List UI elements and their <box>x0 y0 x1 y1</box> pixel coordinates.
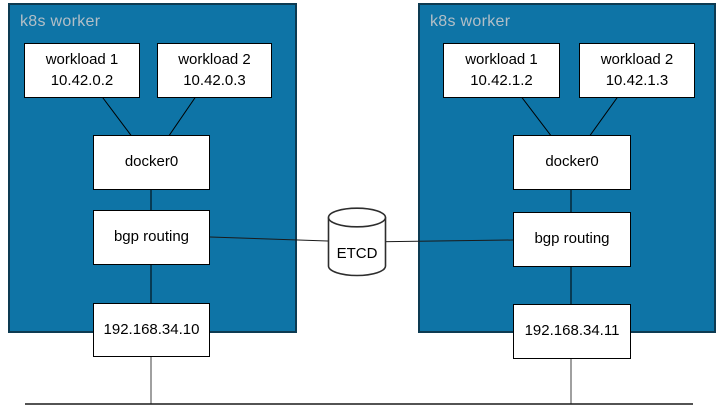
routing-label: bgp routing <box>534 230 610 248</box>
host-ip-label: 192.168.34.10 <box>103 320 200 338</box>
workload-ip: 10.42.1.3 <box>605 71 669 89</box>
node-left-host-ip: 192.168.34.10 <box>93 303 210 357</box>
node-left-bgp-routing: bgp routing <box>93 210 210 265</box>
bridge-label: docker0 <box>124 153 179 171</box>
worker-label-left: k8s worker <box>20 13 101 30</box>
node-etcd: ETCD <box>327 207 387 277</box>
workload-ip: 10.42.0.2 <box>50 71 114 89</box>
workload-name: workload 2 <box>600 51 674 69</box>
bridge-label: docker0 <box>545 153 599 171</box>
node-right-docker0: docker0 <box>513 135 631 190</box>
node-right-host-ip: 192.168.34.11 <box>513 304 631 359</box>
worker-label-right: k8s worker <box>430 13 511 30</box>
workload-name: workload 1 <box>465 51 538 69</box>
workload-ip: 10.42.0.3 <box>183 71 246 89</box>
node-right-workload2: workload 2 10.42.1.3 <box>579 43 695 98</box>
node-left-workload2: workload 2 10.42.0.3 <box>157 43 272 98</box>
host-ip-label: 192.168.34.11 <box>524 322 620 340</box>
node-left-workload1: workload 1 10.42.0.2 <box>24 43 140 98</box>
routing-label: bgp routing <box>113 228 190 246</box>
workload-name: workload 2 <box>178 51 251 69</box>
database-cylinder-icon <box>327 207 387 277</box>
node-right-bgp-routing: bgp routing <box>513 212 631 267</box>
etcd-label: ETCD <box>336 244 378 262</box>
node-left-docker0: docker0 <box>93 135 210 190</box>
workload-ip: 10.42.1.2 <box>470 71 533 89</box>
node-right-workload1: workload 1 10.42.1.2 <box>443 43 560 98</box>
workload-name: workload 1 <box>45 51 119 69</box>
